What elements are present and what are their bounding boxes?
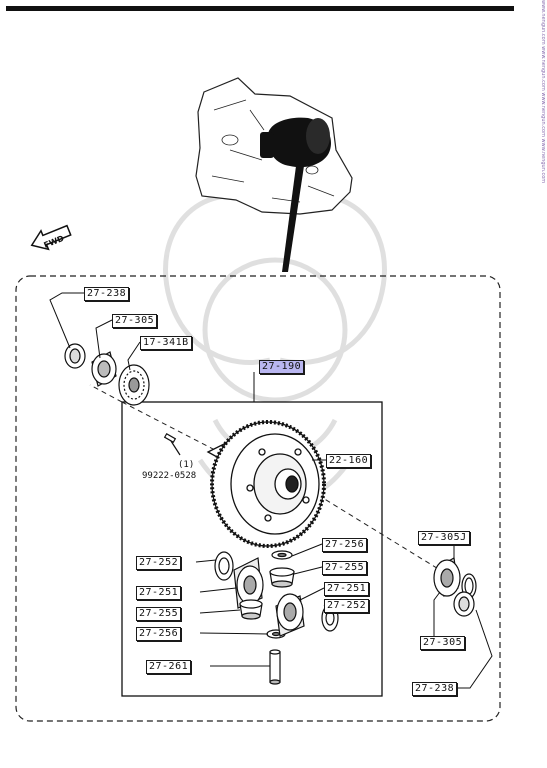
fwd-arrow-icon (30, 224, 72, 251)
right-bearing (433, 557, 461, 597)
label-27-255-b[interactable]: 27-255 (136, 607, 182, 621)
pointer-wedge (282, 166, 304, 272)
side-gear-right (275, 593, 305, 637)
label-27-238-bottom[interactable]: 27-238 (412, 682, 458, 696)
label-27-251-b[interactable]: 27-251 (324, 582, 370, 596)
label-27-255-a[interactable]: 27-255 (322, 561, 368, 575)
label-27-256-a[interactable]: 27-256 (322, 538, 368, 552)
pinion-gear-b (239, 599, 263, 620)
label-27-261[interactable]: 27-261 (146, 660, 192, 674)
axis-left2 (121, 401, 216, 451)
right-seal (453, 591, 475, 617)
pinion-washer-a (271, 550, 293, 560)
website-strip-text: www.nengun.com www.nengun.com www.nengun… (540, 0, 546, 184)
axis-right (317, 494, 441, 571)
pinion-shaft (269, 649, 281, 685)
website-strip: www.nengun.com www.nengun.com www.nengun… (540, 0, 547, 768)
label-27-252-b[interactable]: 27-252 (324, 599, 370, 613)
top-rule (6, 6, 514, 11)
inner-box (121, 401, 383, 697)
label-27-251-a[interactable]: 27-251 (136, 586, 182, 600)
side-gear-left (233, 557, 264, 609)
label-27-238-top[interactable]: 27-238 (84, 287, 130, 301)
label-27-190[interactable]: 27-190 (259, 360, 305, 374)
axis-left (89, 384, 123, 403)
label-27-256-b[interactable]: 27-256 (136, 627, 182, 641)
leader-lines (49, 292, 493, 689)
left-bearing (91, 351, 117, 387)
label-27-305J[interactable]: 27-305J (418, 531, 470, 545)
label-27-305-top[interactable]: 27-305 (112, 314, 158, 328)
label-27-305-bottom[interactable]: 27-305 (420, 636, 466, 650)
left-seal (64, 343, 86, 369)
pinion-gear-a (269, 567, 295, 588)
thrust-washer-left (214, 551, 234, 581)
lock-pin (163, 432, 181, 456)
differential-location (260, 117, 332, 168)
ring-gear (206, 420, 326, 548)
label-22-160[interactable]: 22-160 (326, 454, 372, 468)
left-drive-gear (118, 364, 150, 406)
outer-boundary (15, 275, 501, 722)
label-27-252-a[interactable]: 27-252 (136, 556, 182, 570)
pin-part-number[interactable]: 99222-0528 (142, 471, 197, 481)
label-17-341B[interactable]: 17-341B (140, 336, 192, 350)
pin-quantity: (1) (178, 460, 195, 470)
